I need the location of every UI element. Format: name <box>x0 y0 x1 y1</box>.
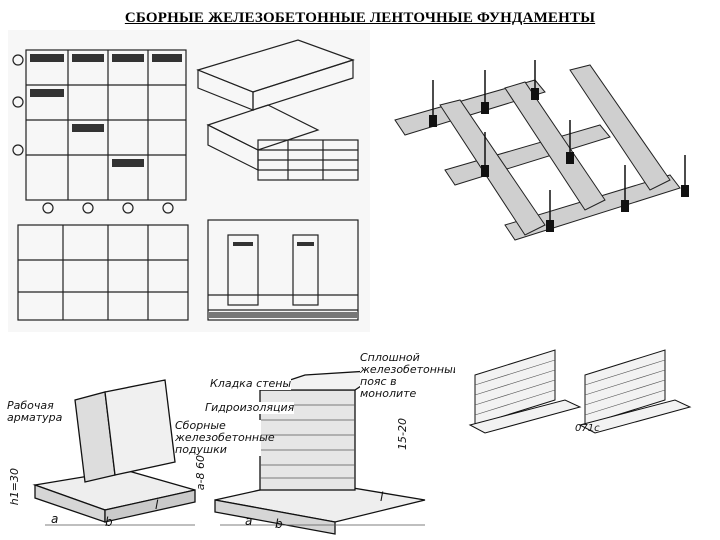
left-dim-l: l <box>155 498 159 512</box>
page-title: СБОРНЫЕ ЖЕЛЕЗОБЕТОННЫЕ ЛЕНТОЧНЫЕ ФУНДАМЕ… <box>124 10 596 26</box>
foundation-plan-drawing <box>8 30 370 332</box>
precast-pads-label: Сборные железобетонные подушки <box>175 419 275 456</box>
rebar-label: Рабочая арматура <box>7 399 63 424</box>
right-dim-b: b <box>275 517 283 531</box>
strip-footing-isometric-drawing: Рабочая арматура a b l h1=30 Кладка стен… <box>5 350 455 535</box>
left-height-dim: h1=30 <box>8 468 21 506</box>
spatial-foundation-grid-drawing <box>385 40 715 255</box>
pad-dims-label: a-8 60 <box>194 455 207 491</box>
right-dim-a: a <box>245 514 253 528</box>
wall-on-footing-drawing: 071с <box>465 345 715 445</box>
waterproofing-label: Гидроизоляция <box>205 401 295 414</box>
small-wall-dim: 071с <box>575 423 600 434</box>
belt-height-dim: 15-20 <box>396 418 409 450</box>
wall-masonry-label: Кладка стены <box>210 377 292 390</box>
left-dim-a: a <box>51 512 59 526</box>
right-dim-l: l <box>380 490 384 504</box>
left-dim-b: b <box>105 515 113 529</box>
monolithic-belt-label: Сплошной железобетонный пояс в монолите <box>360 351 455 400</box>
